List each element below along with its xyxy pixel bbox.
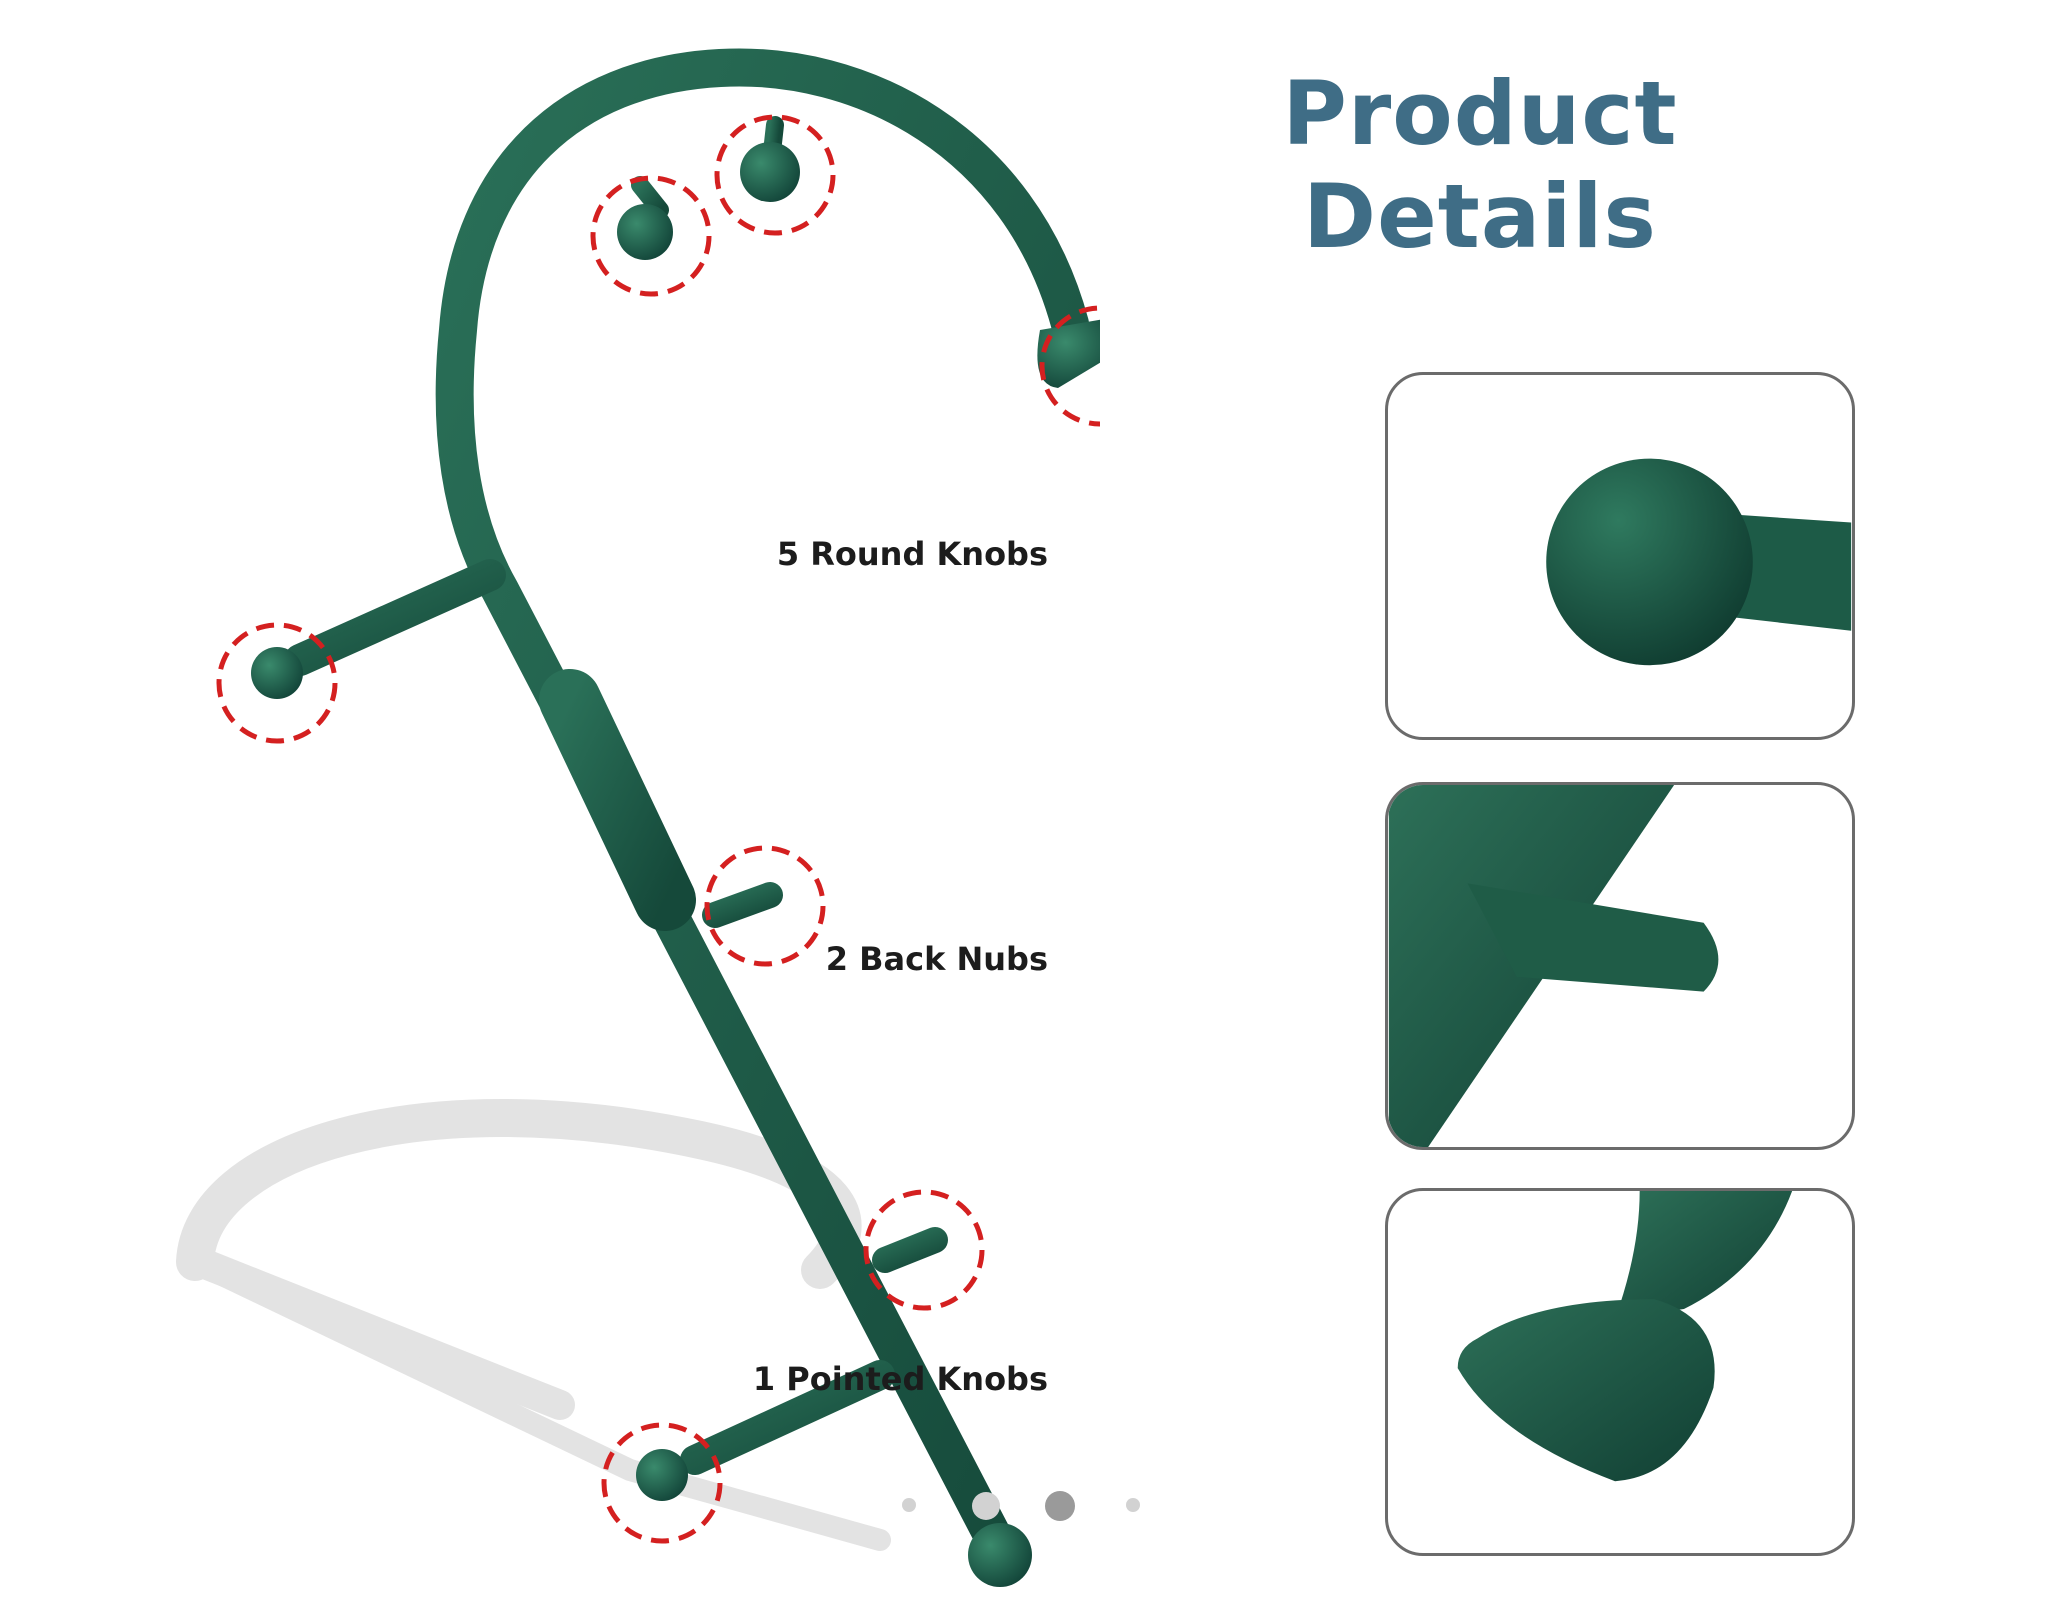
pointed-knob-icon	[1457, 1191, 1793, 1482]
hook-knobs	[251, 142, 1100, 1587]
highlight-markers	[216, 114, 1100, 1544]
feature-label-back-nubs: 2 Back Nubs	[825, 940, 1048, 978]
massage-hook-illustration	[176, 48, 1100, 1587]
carousel-dots	[900, 1484, 1160, 1524]
pointed-knob-closeup-panel	[1385, 1188, 1855, 1556]
back-nub-closeup-panel	[1385, 782, 1855, 1150]
feature-label-pointed-knobs: 1 Pointed Knobs	[752, 1360, 1048, 1398]
back-nub-icon	[1388, 785, 1719, 1147]
page-title: Product Details	[1282, 62, 1678, 268]
product-shadow	[176, 1099, 891, 1551]
round-knob-icon	[1546, 458, 1852, 666]
carousel-dot-2[interactable]	[972, 1492, 1000, 1520]
hook-body	[284, 48, 1089, 1569]
round-knob-closeup-panel	[1385, 372, 1855, 740]
feature-label-round-knobs: 5 Round Knobs	[776, 535, 1048, 573]
carousel-dot-active[interactable]	[1045, 1491, 1075, 1521]
carousel-dot-4[interactable]	[1126, 1498, 1140, 1512]
carousel-dot-1[interactable]	[902, 1498, 916, 1512]
